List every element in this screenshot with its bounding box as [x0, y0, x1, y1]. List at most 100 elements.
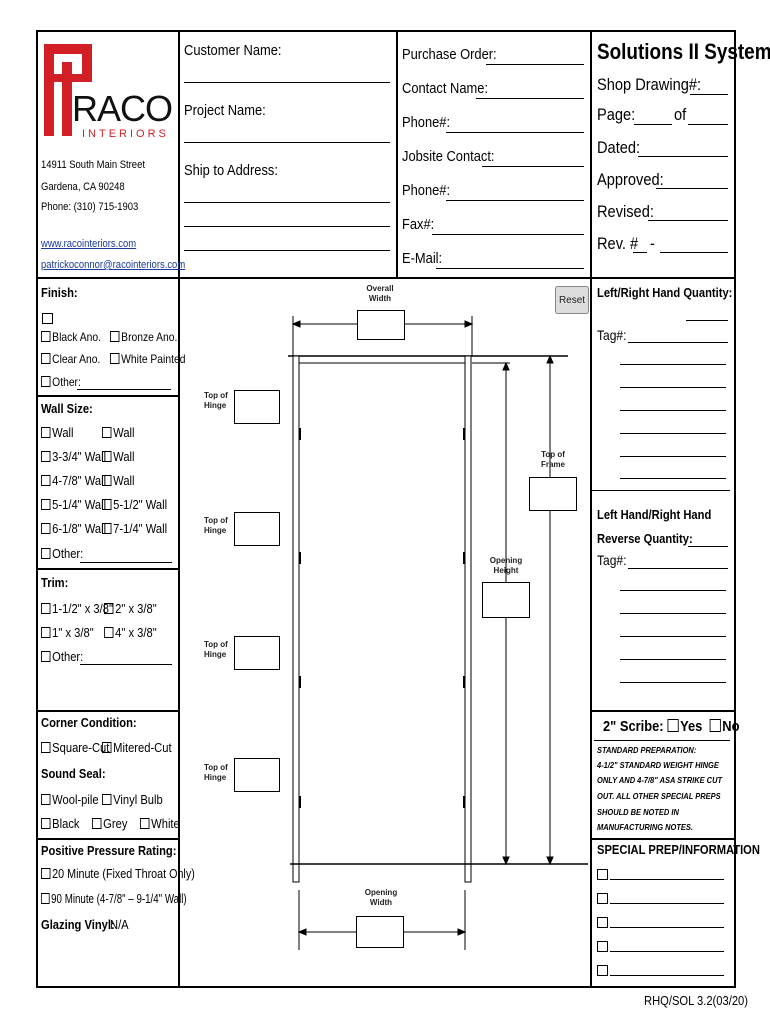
checkbox[interactable] — [41, 794, 51, 805]
checkbox[interactable] — [41, 353, 51, 364]
scribe-no-checkbox[interactable] — [709, 719, 721, 732]
checkbox[interactable] — [102, 427, 112, 438]
shop-drawing-field[interactable] — [690, 94, 728, 95]
purchase-order-field[interactable] — [486, 64, 584, 65]
special-prep-row[interactable] — [597, 866, 610, 884]
checkbox[interactable] — [102, 499, 112, 510]
ship-to-field-2[interactable] — [184, 226, 390, 227]
jobsite-contact-field[interactable] — [482, 166, 584, 167]
wall-option-4[interactable]: Wall — [102, 450, 135, 464]
checkbox[interactable] — [41, 451, 51, 462]
finish-white[interactable]: White Painted — [110, 352, 185, 366]
wall-option-10[interactable]: 7-1/4" Wall — [102, 522, 167, 536]
sound-grey[interactable]: Grey — [92, 817, 127, 831]
top-of-hinge-input-4[interactable] — [234, 758, 280, 792]
sound-white[interactable]: White — [140, 817, 180, 831]
top-of-hinge-input-1[interactable] — [234, 390, 280, 424]
tag-field[interactable] — [620, 590, 726, 591]
special-prep-row[interactable] — [597, 890, 610, 908]
customer-name-field[interactable] — [184, 82, 390, 83]
special-prep-field[interactable] — [610, 903, 724, 904]
finish-checkbox-top[interactable] — [42, 310, 55, 328]
lr-quantity-field[interactable] — [686, 320, 728, 321]
tag-field[interactable] — [620, 478, 726, 479]
checkbox[interactable] — [110, 331, 120, 342]
top-of-hinge-input-2[interactable] — [234, 512, 280, 546]
tag-field[interactable] — [620, 682, 726, 683]
checkbox[interactable] — [104, 603, 114, 614]
wall-option-1[interactable]: Wall — [41, 426, 74, 440]
phone-field-2[interactable] — [446, 200, 584, 201]
special-prep-field[interactable] — [610, 927, 724, 928]
tag-field-1[interactable] — [628, 342, 728, 343]
scribe-yes-checkbox[interactable] — [667, 719, 679, 732]
phone-field-1[interactable] — [446, 132, 584, 133]
checkbox[interactable] — [41, 893, 50, 904]
tag-field[interactable] — [620, 387, 726, 388]
checkbox[interactable] — [41, 742, 51, 753]
page-field[interactable] — [634, 124, 672, 125]
tag-field[interactable] — [620, 433, 726, 434]
revised-field[interactable] — [648, 220, 728, 221]
website-link[interactable]: www.racointeriors.com — [41, 238, 137, 250]
dated-field[interactable] — [638, 156, 728, 157]
tag-field-2[interactable] — [628, 568, 728, 569]
checkbox[interactable] — [104, 627, 114, 638]
special-prep-row[interactable] — [597, 938, 610, 956]
checkbox[interactable] — [41, 475, 51, 486]
overall-width-input[interactable] — [357, 310, 405, 340]
top-of-frame-input[interactable] — [529, 477, 577, 511]
fax-field[interactable] — [432, 234, 584, 235]
tag-field[interactable] — [620, 636, 726, 637]
sound-vinyl[interactable]: Vinyl Bulb — [102, 793, 163, 807]
checkbox[interactable] — [110, 353, 120, 364]
wall-option-9[interactable]: 6-1/8" Wall — [41, 522, 106, 536]
wall-option-6[interactable]: Wall — [102, 474, 135, 488]
finish-bronze[interactable]: Bronze Ano. — [110, 330, 177, 344]
top-of-hinge-input-3[interactable] — [234, 636, 280, 670]
page-total-field[interactable] — [688, 124, 728, 125]
checkbox[interactable] — [102, 742, 112, 753]
checkbox[interactable] — [41, 331, 51, 342]
rev-field-1[interactable] — [633, 252, 647, 253]
finish-other-field[interactable] — [77, 389, 171, 390]
pressure-90[interactable]: 90 Minute (4-7/8" – 9-1/4" Wall) — [41, 892, 187, 906]
tag-field[interactable] — [620, 364, 726, 365]
trim-other-field[interactable] — [80, 664, 172, 665]
wall-option-7[interactable]: 5-1/4" Wall — [41, 498, 106, 512]
special-prep-row[interactable] — [597, 914, 610, 932]
checkbox[interactable] — [41, 818, 51, 829]
trim-option-other[interactable]: Other: — [41, 650, 83, 664]
checkbox[interactable] — [41, 523, 51, 534]
checkbox[interactable] — [41, 376, 51, 387]
wall-option-5[interactable]: 4-7/8" Wall — [41, 474, 106, 488]
checkbox[interactable] — [92, 818, 102, 829]
contact-name-field[interactable] — [476, 98, 584, 99]
checkbox[interactable] — [102, 475, 112, 486]
rev-field-2[interactable] — [660, 252, 728, 253]
trim-option-1[interactable]: 1-1/2" x 3/8" — [41, 602, 113, 616]
checkbox[interactable] — [41, 868, 51, 879]
checkbox[interactable] — [41, 499, 51, 510]
tag-field[interactable] — [620, 456, 726, 457]
checkbox[interactable] — [41, 548, 51, 559]
checkbox[interactable] — [102, 451, 112, 462]
checkbox[interactable] — [102, 794, 112, 805]
trim-option-3[interactable]: 1" x 3/8" — [41, 626, 94, 640]
special-prep-row[interactable] — [597, 962, 610, 980]
checkbox[interactable] — [140, 818, 150, 829]
finish-clear[interactable]: Clear Ano. — [41, 352, 100, 366]
checkbox[interactable] — [41, 603, 51, 614]
project-name-field[interactable] — [184, 142, 390, 143]
corner-mitered[interactable]: Mitered-Cut — [102, 741, 172, 755]
approved-field[interactable] — [656, 188, 728, 189]
finish-black[interactable]: Black Ano. — [41, 330, 101, 344]
checkbox[interactable] — [41, 651, 51, 662]
checkbox[interactable] — [41, 427, 51, 438]
lr-reverse-field[interactable] — [688, 546, 728, 547]
tag-field[interactable] — [620, 613, 726, 614]
opening-height-input[interactable] — [482, 582, 530, 618]
sound-black[interactable]: Black — [41, 817, 80, 831]
finish-other[interactable]: Other: — [41, 375, 81, 389]
corner-square[interactable]: Square-Cut — [41, 741, 109, 755]
